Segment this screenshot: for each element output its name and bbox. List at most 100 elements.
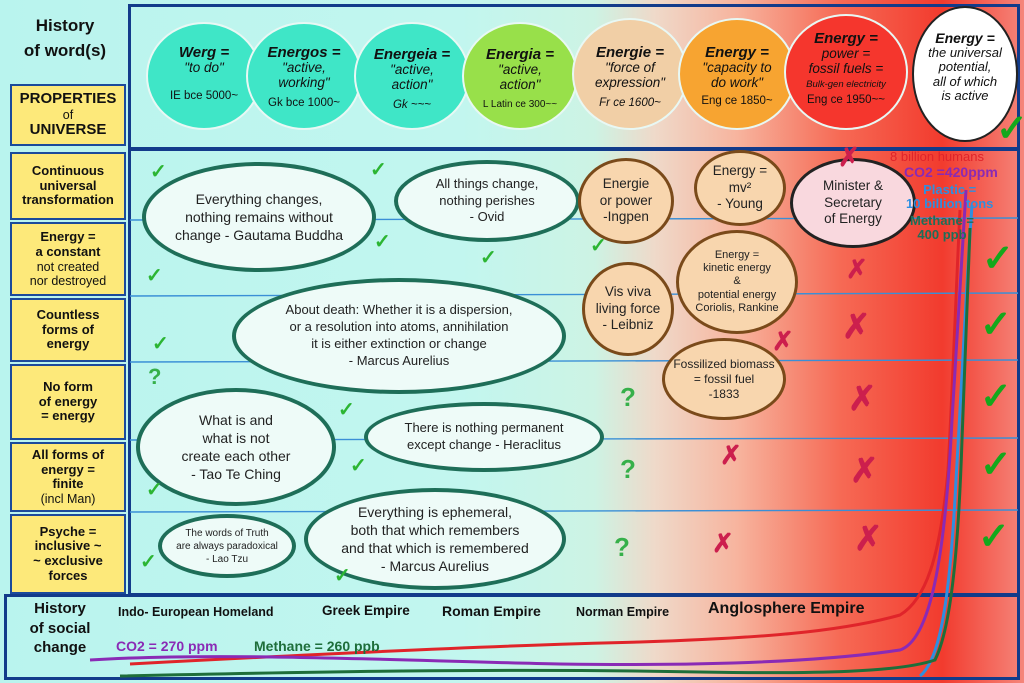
word-term: Energy = bbox=[814, 30, 878, 47]
check-mark: ✓ bbox=[350, 455, 367, 477]
humans-annotation: 8 billion humans bbox=[890, 149, 984, 164]
property-sub-text: not created nor destroyed bbox=[29, 259, 107, 288]
check-mark: ✓ bbox=[140, 551, 157, 573]
word-meaning: "capacity to do work" bbox=[702, 60, 772, 90]
property-countless-forms: Countless forms of energy bbox=[10, 298, 126, 362]
word-energy-universal: Energy = the universal potential, all of… bbox=[912, 6, 1018, 142]
cross-mark: ✗ bbox=[720, 440, 742, 470]
property-sub-text: (incl Man) bbox=[40, 491, 96, 506]
methane-curve bbox=[119, 227, 972, 678]
cross-mark-big: ✗ bbox=[850, 452, 879, 490]
cross-mark-big: ✗ bbox=[854, 520, 883, 558]
question-mark: ? bbox=[148, 364, 162, 389]
word-origin: L Latin ce 300~~ bbox=[482, 98, 558, 110]
check-mark-big: ✓ bbox=[980, 304, 1012, 346]
era-greek: Greek Empire bbox=[322, 603, 410, 618]
check-mark-big: ✓ bbox=[982, 238, 1014, 280]
history-of-words-label: History of word(s) bbox=[23, 16, 107, 60]
check-mark-big: ✓ bbox=[980, 376, 1012, 418]
word-meaning: "active, action" bbox=[390, 62, 434, 92]
word-meaning: the universal potential, all of which is… bbox=[928, 45, 1002, 103]
quote-lao-tzu: The words of Truth are always paradoxica… bbox=[158, 514, 296, 578]
methane-then-annotation: Methane = 260 ppb bbox=[254, 638, 380, 654]
word-origin: Fr ce 1600~ bbox=[599, 96, 661, 109]
word-energie: Energie = "force of expression" Fr ce 16… bbox=[572, 18, 688, 130]
check-mark: ✓ bbox=[150, 161, 167, 183]
quote-ovid: All things change, nothing perishes - Ov… bbox=[394, 160, 580, 242]
word-meaning: "to do" bbox=[184, 60, 224, 75]
oval-fossilized-biomass: Fossilized biomass = fossil fuel -1833 bbox=[662, 338, 786, 420]
word-energy-1850: Energy = "capacity to do work" Eng ce 18… bbox=[678, 18, 796, 130]
word-term: Energeia = bbox=[373, 46, 451, 63]
property-psyche: Psyche = inclusive ~ ~ exclusive forces bbox=[10, 514, 126, 594]
word-energos: Energos = "active, working" Gk bce 1000~ bbox=[246, 22, 362, 130]
humans-curve bbox=[129, 209, 962, 666]
oval-young: Energy = mv² - Young bbox=[694, 150, 786, 226]
word-extra: Bulk-gen electricity bbox=[806, 78, 886, 90]
separator-line bbox=[129, 509, 1019, 513]
oval-kinetic-potential: Energy = kinetic energy & potential ener… bbox=[676, 230, 798, 334]
oval-ingpen: Energie or power -Ingpen bbox=[578, 158, 674, 244]
check-mark: ✓ bbox=[590, 235, 607, 257]
properties-header: PROPERTIES of UNIVERSE bbox=[10, 84, 126, 146]
methane-now-annotation: Methane = 400 ppb bbox=[910, 213, 974, 243]
property-main-text: All forms of energy = finite bbox=[31, 447, 105, 492]
word-meaning: "force of expression" bbox=[594, 60, 666, 90]
check-mark: ✓ bbox=[146, 265, 163, 287]
property-energy-constant: Energy = a constant not created nor dest… bbox=[10, 222, 126, 296]
check-mark: ✓ bbox=[152, 333, 169, 355]
of-word: of bbox=[62, 108, 74, 122]
check-mark: ✓ bbox=[374, 231, 391, 253]
check-mark: ✓ bbox=[338, 399, 355, 421]
property-main-text: Energy = a constant bbox=[35, 229, 101, 259]
co2-then-annotation: CO2 = 270 ppm bbox=[116, 638, 218, 654]
cross-mark: ✗ bbox=[846, 254, 868, 284]
property-finite-forms: All forms of energy = finite (incl Man) bbox=[10, 442, 126, 512]
question-mark: ? bbox=[620, 382, 636, 412]
check-mark: ✓ bbox=[146, 479, 163, 501]
word-origin: Gk bce 1000~ bbox=[268, 96, 340, 109]
cross-mark: ✗ bbox=[838, 142, 860, 172]
check-mark-big: ✓ bbox=[978, 516, 1010, 558]
check-mark-big: ✓ bbox=[996, 108, 1024, 150]
era-indo-european: Indo- European Homeland bbox=[118, 605, 274, 619]
era-norman: Norman Empire bbox=[576, 605, 670, 619]
word-meaning: "active, working" bbox=[278, 60, 330, 90]
check-mark: ✓ bbox=[370, 159, 387, 181]
property-continuous-transformation: Continuous universal transformation bbox=[10, 152, 126, 220]
quote-tao-te-ching: What is and what is not create each othe… bbox=[136, 388, 336, 506]
plastic-annotation: Plastic = 10 billion tons bbox=[906, 182, 994, 212]
word-term: Energy = bbox=[935, 30, 995, 46]
property-no-form: No form of energy = energy bbox=[10, 364, 126, 440]
era-roman: Roman Empire bbox=[442, 603, 541, 619]
question-mark: ? bbox=[614, 532, 630, 562]
check-mark: ✓ bbox=[480, 247, 497, 269]
word-term: Werg = bbox=[178, 44, 230, 61]
word-energia: Energia = "active, action" L Latin ce 30… bbox=[462, 22, 578, 130]
quote-marcus-aurelius-death: About death: Whether it is a dispersion,… bbox=[232, 278, 566, 394]
word-origin: Eng ce 1850~ bbox=[701, 94, 773, 107]
word-energy-1950: Energy = power = fossil fuels = Bulk-gen… bbox=[784, 14, 908, 130]
property-main-text: Psyche = inclusive ~ ~ exclusive forces bbox=[33, 523, 103, 583]
oval-minister: Minister & Secretary of Energy bbox=[790, 158, 916, 248]
cross-mark: ✗ bbox=[712, 528, 734, 558]
word-origin: Gk ~~~ bbox=[392, 98, 432, 111]
check-mark: ✓ bbox=[334, 565, 351, 587]
word-origin: IE bce 5000~ bbox=[169, 89, 239, 102]
oval-leibniz: Vis viva living force - Leibniz bbox=[582, 262, 674, 356]
history-of-social-change-label: History of social change bbox=[29, 600, 91, 656]
word-term: Energie = bbox=[596, 44, 664, 61]
quote-marcus-aurelius-ephemeral: Everything is ephemeral, both that which… bbox=[304, 488, 566, 590]
check-mark-big: ✓ bbox=[980, 444, 1012, 486]
word-term: Energos = bbox=[267, 44, 341, 61]
cross-mark-big: ✗ bbox=[842, 308, 871, 346]
word-meaning: power = fossil fuels = bbox=[808, 46, 884, 76]
quote-heraclitus: There is nothing permanent except change… bbox=[364, 402, 604, 472]
quote-buddha: Everything changes, nothing remains with… bbox=[142, 162, 376, 272]
property-main-text: Continuous universal transformation bbox=[22, 163, 114, 208]
co2-curve bbox=[89, 189, 968, 666]
cross-mark: ✗ bbox=[772, 326, 794, 356]
universe-word: UNIVERSE bbox=[29, 121, 107, 138]
